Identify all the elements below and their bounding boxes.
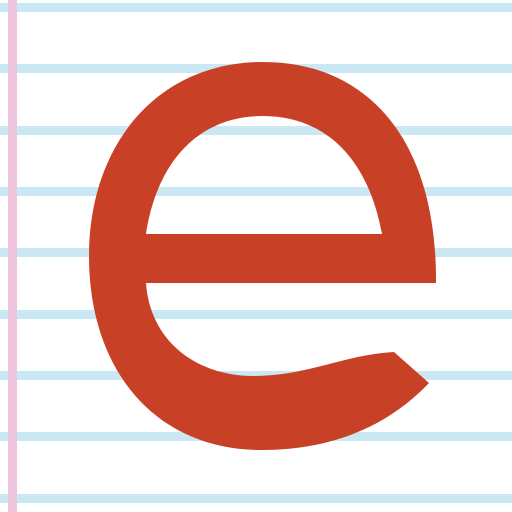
margin-line bbox=[8, 0, 17, 512]
letter-e-logo bbox=[89, 62, 437, 450]
ruled-line bbox=[0, 310, 512, 319]
ruled-line bbox=[0, 494, 512, 503]
ruled-line bbox=[0, 187, 512, 196]
ruled-line bbox=[0, 126, 512, 135]
ruled-line bbox=[0, 371, 512, 380]
ruled-line bbox=[0, 3, 512, 12]
